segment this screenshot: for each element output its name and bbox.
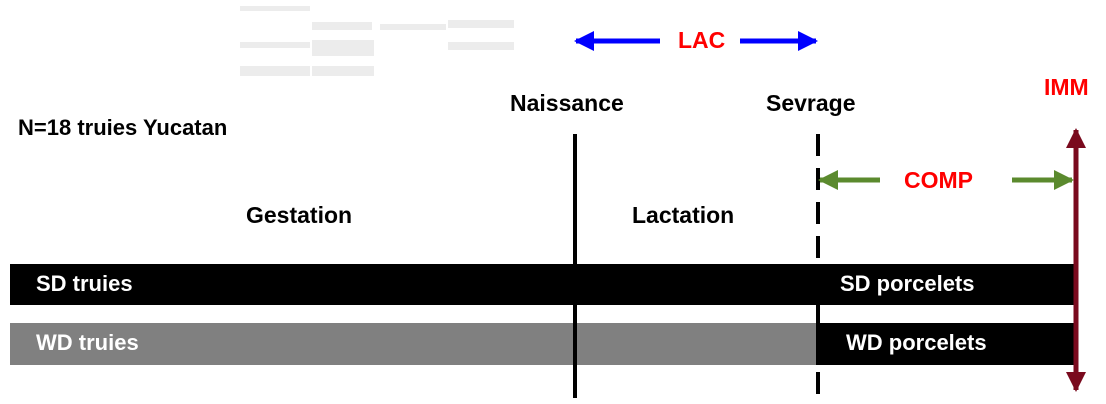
sd-truies-bar xyxy=(10,264,1074,305)
population-label: N=18 truies Yucatan xyxy=(18,115,228,140)
faded-background-element xyxy=(240,66,310,76)
faded-background-element xyxy=(312,66,374,76)
sevrage-label: Sevrage xyxy=(766,90,856,116)
wd-porcelets-label: WD porcelets xyxy=(846,330,987,355)
wd-porcelets-bar xyxy=(816,323,1074,365)
lac-label: LAC xyxy=(678,27,726,53)
faded-background-element xyxy=(312,22,372,30)
imm-label: IMM xyxy=(1044,74,1089,100)
faded-background-element xyxy=(380,24,446,30)
faded-background-element xyxy=(240,42,310,48)
sd-truies-label: SD truies xyxy=(36,271,133,296)
wd-truies-label: WD truies xyxy=(36,330,139,355)
naissance-label: Naissance xyxy=(510,90,624,116)
faded-background-element xyxy=(240,6,310,11)
lactation-label: Lactation xyxy=(632,202,735,228)
faded-background-element xyxy=(448,20,514,28)
comp-label: COMP xyxy=(904,167,973,193)
sd-porcelets-label: SD porcelets xyxy=(840,271,975,296)
wd-truies-bar xyxy=(10,323,816,365)
gestation-label: Gestation xyxy=(246,202,353,228)
faded-background-element xyxy=(448,42,514,50)
faded-background-element xyxy=(312,40,374,56)
